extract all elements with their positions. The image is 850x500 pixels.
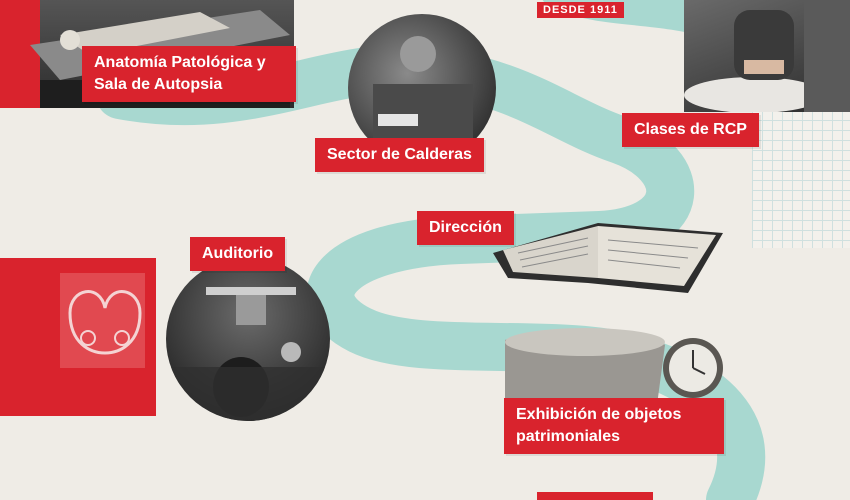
boiler-photo (348, 14, 496, 162)
scale-clock-icon (505, 328, 723, 420)
label-exhibicion-objetos: Exhibición de objetos patrimoniales (504, 398, 724, 454)
bottom-red-fragment (537, 492, 653, 500)
cpr-photo (684, 0, 850, 112)
scale-photo (505, 320, 725, 420)
label-anatomia-patologica: Anatomía Patológica y Sala de Autopsia (82, 46, 296, 102)
auditorium-photo (166, 257, 330, 421)
auditorium-seats-icon (166, 287, 330, 421)
label-sector-calderas: Sector de Calderas (315, 138, 484, 172)
label-auditorio: Auditorio (190, 237, 286, 271)
cpr-mannequin-icon (684, 0, 850, 112)
label-direccion: Dirección (417, 211, 514, 245)
grid-paper-right (752, 110, 850, 248)
label-clases-rcp: Clases de RCP (622, 113, 759, 147)
book-photo (493, 223, 723, 293)
pelvis-illustration (0, 258, 156, 416)
boiler-machine-icon (373, 36, 473, 144)
pelvis-bone-icon (60, 273, 145, 368)
since-1911-badge: DESDE 1911 (537, 2, 624, 18)
